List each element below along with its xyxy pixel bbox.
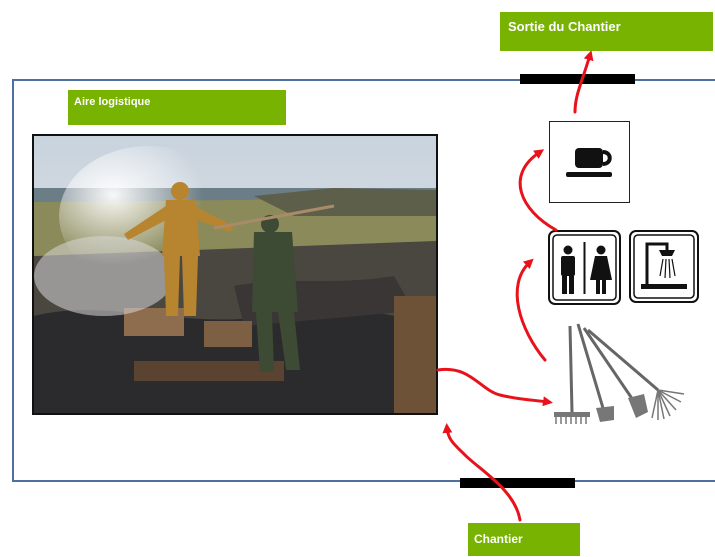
exit-label: Sortie du Chantier	[500, 12, 713, 51]
toilets-icon	[548, 230, 621, 305]
worksite-photo	[32, 134, 438, 415]
shower-icon	[629, 230, 699, 303]
coffee-cup-icon	[549, 121, 630, 203]
site-gate	[460, 478, 575, 488]
site-label: Chantier	[468, 523, 580, 556]
logistics-area-frame	[12, 79, 715, 482]
logistics-area-label: Aire logistique	[68, 90, 286, 125]
garden-tools-icon	[548, 320, 688, 430]
exit-gate	[520, 74, 635, 84]
